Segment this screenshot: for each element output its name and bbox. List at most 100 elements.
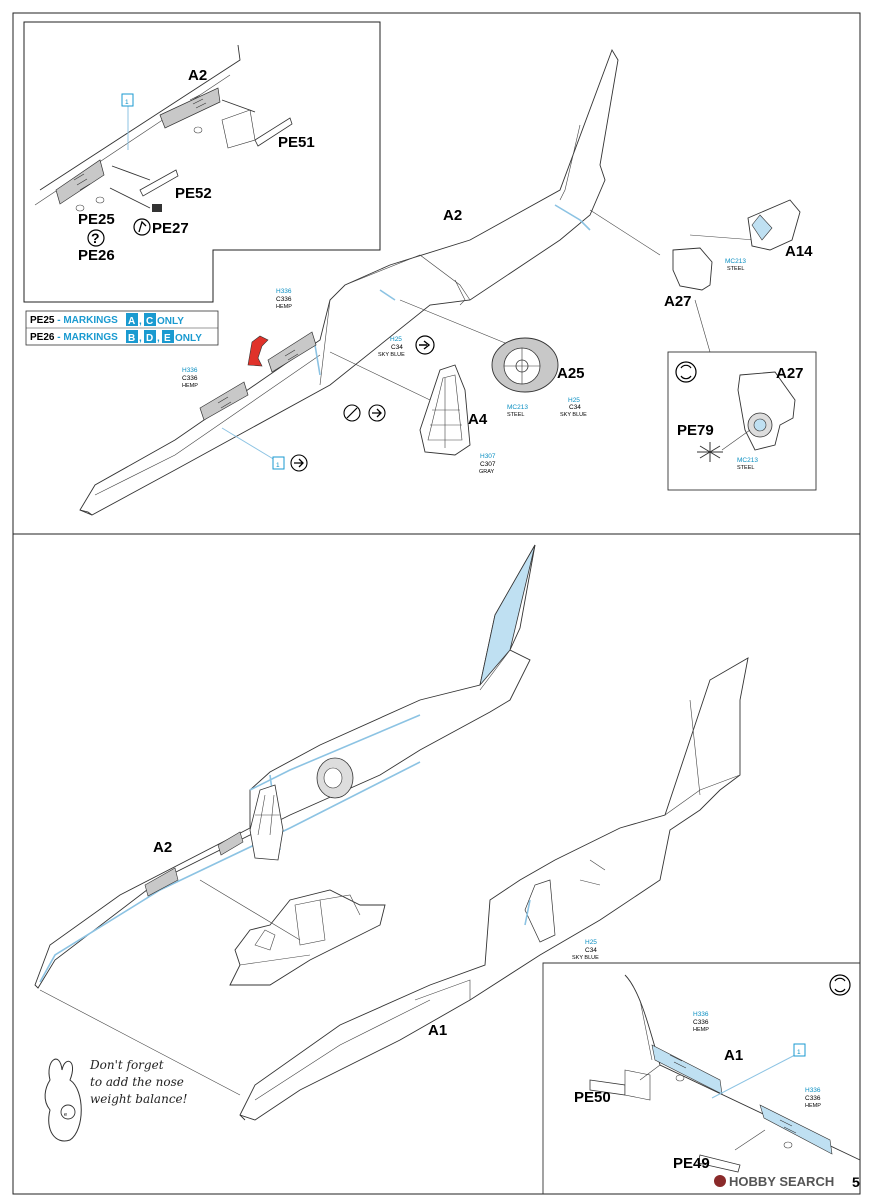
svg-text:H336: H336 [805, 1087, 821, 1094]
svg-text:C336: C336 [182, 375, 198, 382]
next-step-icon-3 [290, 454, 308, 472]
svg-text:H336: H336 [693, 1011, 709, 1018]
svg-text:C336: C336 [805, 1095, 821, 1102]
svg-text:H336: H336 [182, 367, 198, 374]
svg-text:Don't forget: Don't forget [89, 1058, 164, 1072]
paint-skyblue-a25: H25 C34 SKY BLUE [560, 397, 587, 418]
svg-text:ONLY: ONLY [157, 316, 184, 327]
svg-text:MC213: MC213 [507, 404, 528, 411]
svg-text:HOBBY SEARCH: HOBBY SEARCH [729, 1174, 834, 1189]
svg-text:1: 1 [125, 99, 129, 106]
svg-text:SKY BLUE: SKY BLUE [572, 955, 599, 961]
label-pe50: PE50 [574, 1089, 611, 1106]
fuselage-half-a2-top [79, 48, 756, 516]
next-step-icon-1 [415, 335, 435, 355]
svg-text:GRAY: GRAY [479, 469, 495, 475]
paint-steel-a25: MC213 STEEL [507, 404, 528, 418]
label-a4: A4 [468, 411, 488, 428]
svg-text:C336: C336 [693, 1019, 709, 1026]
label-a2-inset: A2 [188, 67, 207, 84]
top-detail-inset [23, 21, 381, 303]
label-pe49: PE49 [673, 1155, 710, 1172]
svg-text:C34: C34 [391, 344, 403, 351]
svg-text:to add the nose: to add the nose [90, 1075, 184, 1089]
fuselage-half-a1 [239, 657, 749, 1121]
svg-text:STEEL: STEEL [507, 412, 524, 418]
label-a2-main: A2 [443, 207, 462, 224]
svg-text:H25: H25 [568, 397, 580, 404]
label-pe79: PE79 [677, 422, 714, 439]
svg-text:HEMP: HEMP [693, 1027, 709, 1033]
label-a25: A25 [557, 365, 585, 382]
svg-text:C34: C34 [585, 947, 597, 954]
question-icon: ? [87, 229, 105, 247]
label-a14: A14 [785, 243, 813, 260]
paint-steel-pe79: MC213 STEEL [737, 457, 758, 471]
svg-text:H307: H307 [480, 453, 496, 460]
label-pe26: PE26 [78, 247, 115, 264]
label-a1: A1 [428, 1022, 447, 1039]
label-a27: A27 [664, 293, 692, 310]
svg-text:PE25 - MARKINGS: PE25 - MARKINGS [30, 315, 118, 326]
paint-skyblue-top: H25 C34 SKY BLUE [378, 336, 405, 358]
svg-text:D: D [146, 333, 153, 344]
label-pe25: PE25 [78, 211, 115, 228]
page-number: 5 [852, 1174, 860, 1190]
svg-text:SKY BLUE: SKY BLUE [560, 412, 587, 418]
svg-text:H25: H25 [585, 939, 597, 946]
paint-hemp-upper: H336 C336 HEMP [276, 288, 292, 310]
part-a25 [491, 337, 559, 393]
svg-text:,: , [139, 316, 142, 327]
part-a14 [747, 199, 801, 251]
paint-skyblue-bottom: H25 C34 SKY BLUE [572, 939, 599, 961]
svg-text:1: 1 [797, 1049, 801, 1056]
label-pe51: PE51 [278, 134, 315, 151]
label-pe27: PE27 [152, 220, 189, 237]
svg-text:C336: C336 [276, 296, 292, 303]
svg-text:STEEL: STEEL [737, 465, 754, 471]
paint-steel-a14: MC213 STEEL [725, 258, 746, 272]
paint-hemp-lower: H336 C336 HEMP [182, 367, 198, 389]
part-a27 [672, 247, 713, 291]
svg-text:E: E [164, 333, 171, 344]
paint-hemp-bottom-1: H336 C336 HEMP [693, 1011, 709, 1033]
label-a1-inset: A1 [724, 1047, 743, 1064]
callout-1-main: 1 [272, 456, 285, 470]
svg-text:e: e [64, 1112, 67, 1118]
svg-text:H25: H25 [390, 336, 402, 343]
svg-text:STEEL: STEEL [727, 266, 744, 272]
cut-icon [343, 404, 361, 422]
svg-text:1: 1 [276, 462, 280, 469]
rotate-icon-bottom [829, 974, 851, 996]
svg-text:weight balance!: weight balance! [90, 1092, 188, 1106]
fuselage-half-a2-bottom [34, 544, 536, 989]
svg-text:,: , [157, 333, 160, 344]
svg-text:C307: C307 [480, 461, 496, 468]
svg-text:HEMP: HEMP [276, 304, 292, 310]
label-a27-inset: A27 [776, 365, 804, 382]
nose-weight-note: Don't forget to add the nose weight bala… [89, 1058, 188, 1106]
paint-gray-a4: H307 C307 GRAY [479, 453, 496, 475]
svg-text:HEMP: HEMP [805, 1103, 821, 1109]
next-step-icon-2 [368, 404, 386, 422]
svg-text:B: B [128, 333, 135, 344]
svg-text:ONLY: ONLY [175, 333, 202, 344]
watermark: HOBBY SEARCH [714, 1174, 834, 1189]
svg-text:MC213: MC213 [737, 457, 758, 464]
rabbit-mascot: e [44, 1058, 82, 1142]
label-a2-bottom: A2 [153, 839, 172, 856]
part-a4 [419, 364, 471, 456]
svg-text:C34: C34 [569, 404, 581, 411]
svg-text:?: ? [91, 230, 100, 246]
paint-hemp-bottom-2: H336 C336 HEMP [805, 1087, 821, 1109]
rotate-icon-top [675, 361, 697, 383]
svg-text:H336: H336 [276, 288, 292, 295]
callout-1-inset: 1 [121, 93, 134, 107]
svg-text:A: A [128, 316, 135, 327]
svg-text:,: , [139, 333, 142, 344]
svg-text:SKY BLUE: SKY BLUE [378, 352, 405, 358]
svg-text:MC213: MC213 [725, 258, 746, 265]
callout-1-bottom: 1 [793, 1043, 806, 1057]
label-pe52: PE52 [175, 185, 212, 202]
